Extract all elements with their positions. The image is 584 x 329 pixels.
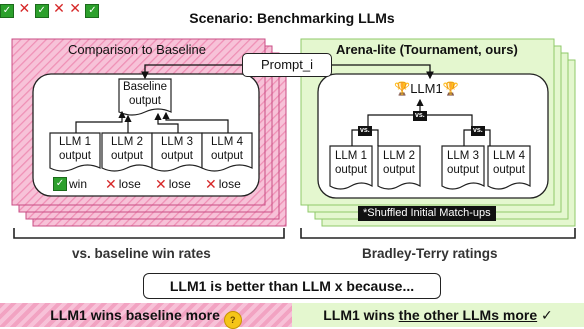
cross-icon: ✕ — [18, 0, 31, 16]
left-doc-shape — [151, 132, 203, 172]
shuffled-note: *Shuffled Initial Match-ups — [358, 206, 496, 221]
result-text: lose — [168, 177, 191, 191]
left-doc-shape — [101, 132, 153, 172]
trophy-icon: 🏆 — [394, 81, 411, 96]
right-doc-shape — [441, 145, 485, 190]
left-result: ✓win — [53, 177, 87, 191]
winner-label: 🏆LLM1🏆 — [394, 81, 459, 96]
conclusion-box: LLM1 is better than LLM x because... — [143, 273, 441, 299]
left-llm-output-label: LLM 1 output — [59, 136, 91, 162]
right-llm-output-label: LLM 3 output — [447, 150, 479, 176]
right-doc-shapes — [329, 145, 531, 190]
right-llm-output-label: LLM 2 output — [383, 150, 415, 176]
baseline-output-label: Baseline output — [122, 81, 168, 107]
cross-icon: ✕ — [105, 176, 117, 192]
right-caption: Bradley-Terry ratings — [362, 246, 498, 261]
right-llm-output-label: LLM 4 output — [493, 150, 525, 176]
vs-badge-semi-1: vs. — [358, 126, 372, 136]
left-result: ✕lose — [105, 177, 141, 191]
result-text: lose — [118, 177, 141, 191]
check-icon: ✓ — [53, 177, 67, 191]
check-mark-icon: ✓ — [541, 307, 553, 323]
check-icon: ✓ — [34, 4, 49, 18]
thinking-face-icon: ? — [223, 311, 242, 329]
left-llm-output-label: LLM 4 output — [211, 136, 243, 162]
right-llm-output-label: LLM 1 output — [335, 150, 367, 176]
trophy-icon: 🏆 — [442, 81, 459, 96]
check-icon: ✓ — [85, 4, 100, 18]
left-panel-title: Comparison to Baseline — [68, 42, 207, 57]
vs-badge-semi-2: vs. — [471, 126, 485, 136]
left-llm-output-label: LLM 3 output — [161, 136, 193, 162]
bottom-left-text: LLM1 wins baseline more — [50, 307, 220, 323]
cross-icon: ✕ — [155, 176, 167, 192]
vs-badge-final: vs. — [413, 111, 427, 121]
bottom-left-bar: LLM1 wins baseline more ? — [0, 303, 292, 329]
left-doc-shapes — [49, 132, 253, 172]
cross-icon: ✕ — [205, 176, 217, 192]
cross-icon: ✕ — [53, 0, 65, 16]
left-llm-output-label: LLM 2 output — [111, 136, 143, 162]
left-doc-shape — [201, 132, 253, 172]
right-doc-shape — [329, 145, 373, 190]
bottom-right-underlined: the other LLMs more — [398, 307, 538, 323]
right-doc-shape — [487, 145, 531, 190]
bottom-right-prefix: LLM1 wins — [323, 307, 399, 323]
right-panel-title: Arena-lite (Tournament, ours) — [336, 42, 518, 57]
left-doc-shape — [49, 132, 101, 172]
result-text: lose — [218, 177, 241, 191]
prompt-box: Prompt_i — [242, 53, 332, 77]
result-text: win — [69, 177, 88, 191]
check-icon: ✓ — [0, 4, 14, 18]
left-caption: vs. baseline win rates — [72, 246, 211, 261]
cross-icon: ✕ — [69, 0, 82, 16]
diagram-title: Scenario: Benchmarking LLMs — [189, 10, 395, 26]
left-result: ✕lose — [205, 177, 241, 191]
bottom-right-bar: LLM1 wins the other LLMs more ✓ — [292, 303, 584, 327]
left-result: ✕lose — [155, 177, 191, 191]
right-doc-shape — [377, 145, 421, 190]
